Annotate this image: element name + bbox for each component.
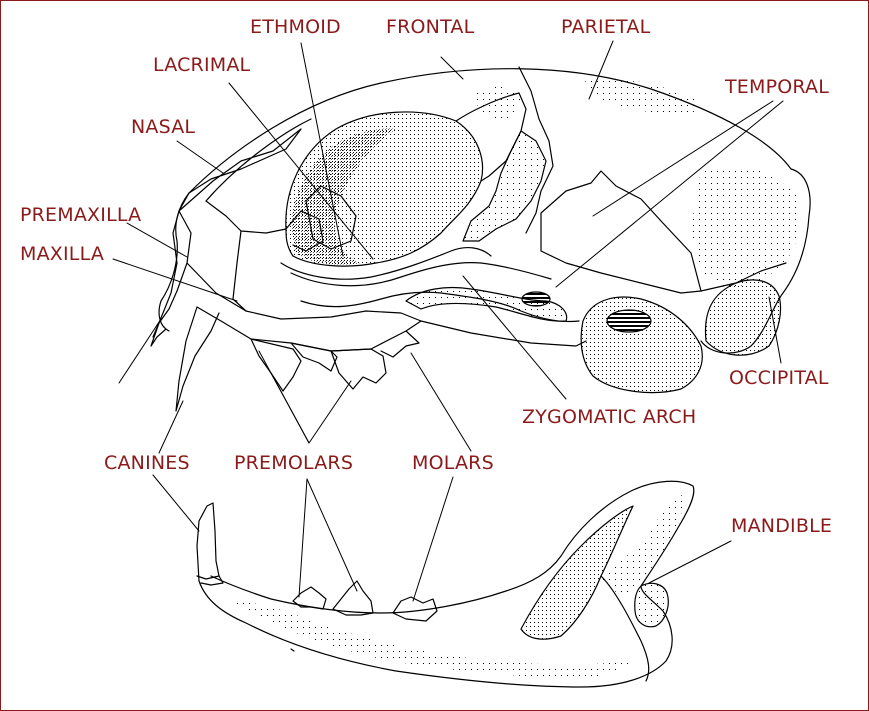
label-maxilla: MAXILLA (20, 243, 105, 265)
maxilla-upper-edge (205, 200, 287, 234)
lower-premolar-1 (292, 586, 327, 610)
leader-molars-lower (412, 476, 454, 602)
leader-premolars-lower-1 (298, 478, 308, 598)
leader-premolars-3 (308, 380, 352, 444)
maxilla-bone (186, 262, 422, 352)
leader-ethmoid (300, 42, 344, 257)
leader-temporal-2 (555, 100, 784, 288)
leader-premolars-lower-2 (306, 478, 358, 592)
orbit-dense-shade (291, 128, 396, 265)
mandible-outline (198, 480, 695, 688)
leader-canines-upper-2 (158, 400, 184, 454)
leader-occipital (768, 296, 782, 364)
leader-maxilla (112, 258, 238, 302)
orbit-rim (280, 246, 492, 280)
leader-canines-upper (118, 318, 162, 384)
leader-nasal (176, 140, 224, 174)
leader-mandible (648, 540, 732, 584)
frontal-shading (471, 86, 521, 121)
mandible-lower-shade (231, 601, 631, 679)
leader-lines (112, 40, 784, 602)
lacrimal-bone (285, 210, 324, 252)
upper-carnassial (330, 348, 387, 390)
label-occipital: OCCIPITAL (729, 367, 829, 389)
leader-premolars-2 (270, 372, 310, 444)
label-premaxilla: PREMAXILLA (20, 204, 142, 226)
leader-frontal (440, 56, 464, 80)
upper-incisor (150, 322, 167, 347)
label-temporal: TEMPORAL (725, 76, 830, 98)
occipital-bone (704, 279, 782, 356)
temporal-shading (691, 171, 801, 289)
skull-inner-crest (205, 118, 312, 202)
leader-molars-upper (410, 352, 472, 452)
ear-opening (521, 291, 551, 307)
lower-canine (196, 502, 220, 582)
palate-line (420, 320, 587, 347)
label-lacrimal: LACRIMAL (153, 54, 251, 76)
lower-premolar-2 (332, 580, 374, 616)
leader-canines-lower (152, 474, 200, 532)
label-zygomatic-arch: ZYGOMATIC ARCH (522, 406, 697, 428)
label-mandible: MANDIBLE (731, 515, 833, 537)
label-parietal: PARIETAL (561, 16, 651, 38)
temporal-bone (540, 170, 702, 294)
leader-zygomatic (462, 275, 567, 400)
upper-molar (380, 330, 420, 358)
postorbital-process (462, 130, 547, 242)
auditory-meatus (606, 309, 652, 333)
lower-incisors (196, 575, 224, 586)
maxilla-suture (232, 230, 247, 312)
leader-premaxilla (126, 222, 188, 258)
ethmoid-plate (305, 185, 357, 250)
label-ethmoid: ETHMOID (250, 16, 341, 38)
nasal-bone (178, 128, 302, 212)
leader-temporal-1 (592, 100, 774, 217)
label-frontal: FRONTAL (386, 16, 475, 38)
occipital-condyle (700, 262, 787, 292)
zygomatic-arch-upper (290, 262, 552, 287)
label-canines: CANINES (104, 452, 190, 474)
snout-front (158, 192, 190, 332)
mandible-body-shade (601, 493, 683, 593)
upper-canine (175, 306, 220, 412)
label-molars: MOLARS (412, 452, 494, 474)
mandible-coronoid-shade (520, 505, 634, 640)
upper-premolar-1 (250, 338, 302, 392)
leader-parietal (588, 40, 614, 100)
leader-lacrimal (228, 82, 374, 260)
frontal-parietal-suture (518, 66, 554, 234)
mental-foramen (290, 648, 295, 652)
mandible-condyle (634, 582, 669, 628)
mandible-angle (600, 575, 650, 682)
lower-molar (392, 596, 438, 622)
label-premolars: PREMOLARS (234, 452, 354, 474)
parietal-shading (581, 76, 701, 116)
label-nasal: NASAL (131, 116, 196, 138)
